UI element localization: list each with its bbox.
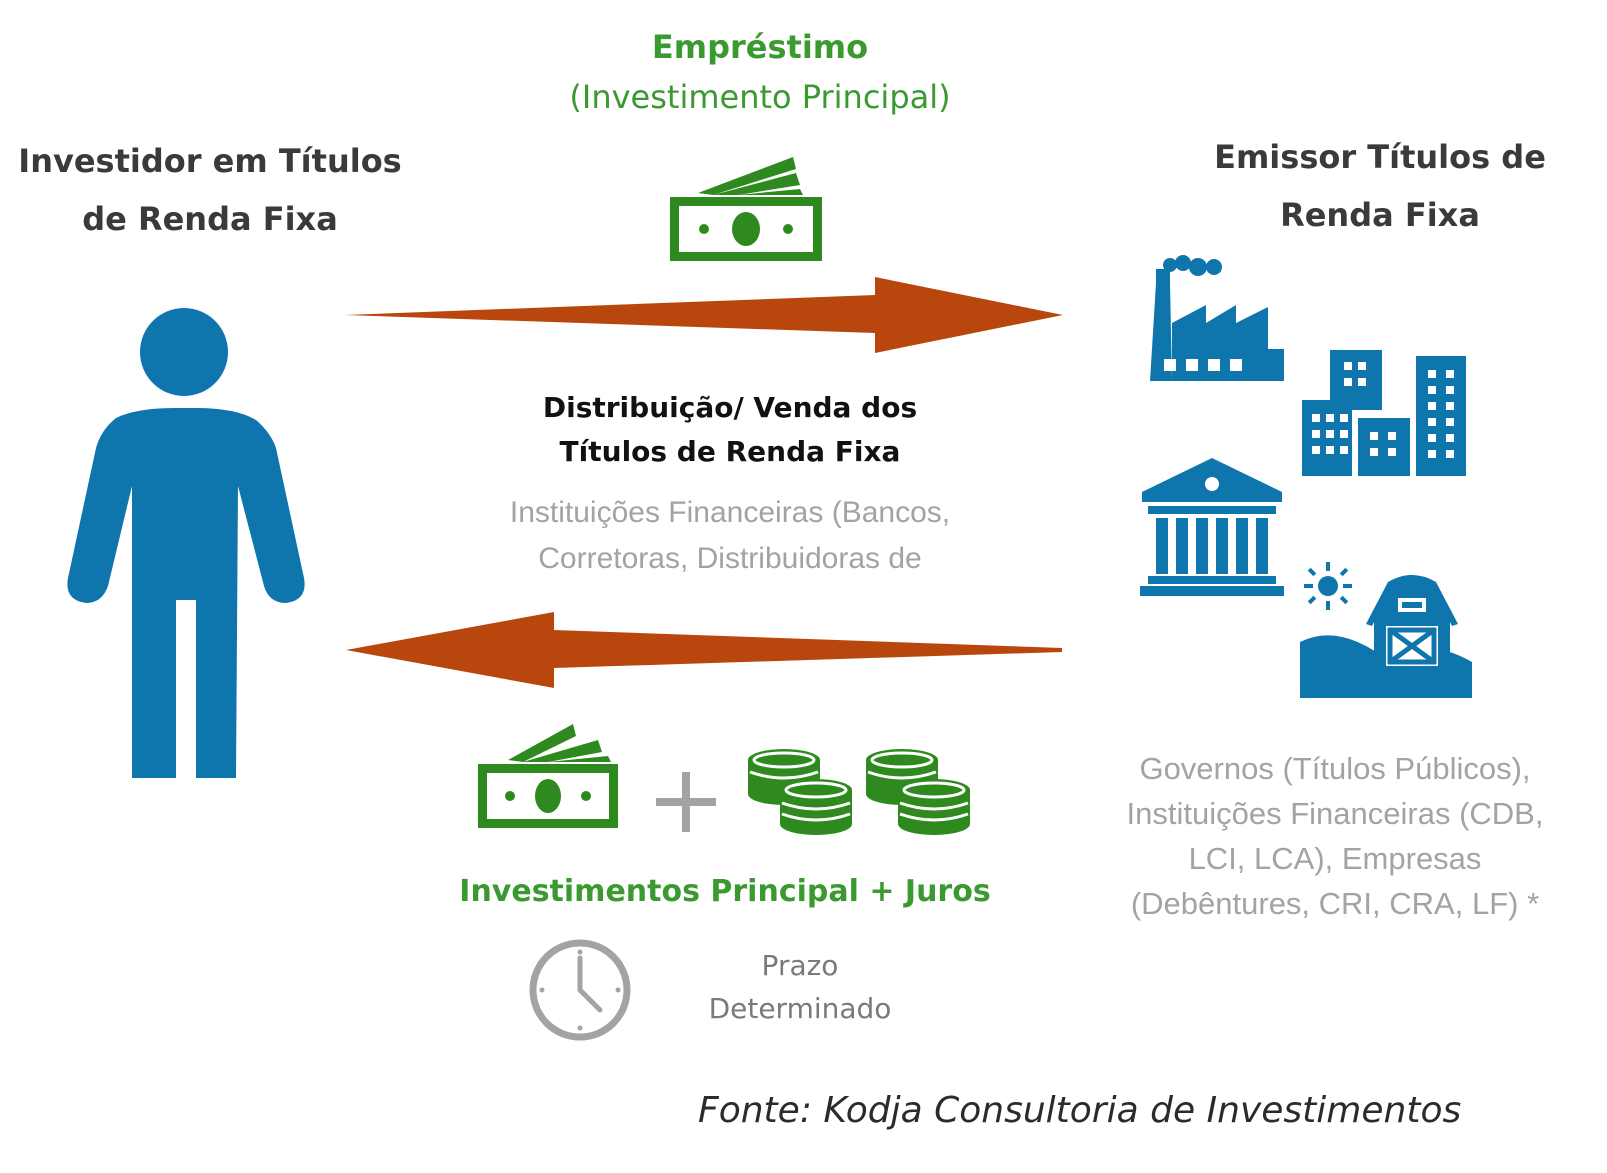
- issuer-description-line4: (Debêntures, CRI, CRA, LF) *: [1130, 886, 1540, 921]
- plus-icon: [656, 772, 716, 832]
- issuer-title-line1: Emissor Títulos de: [1214, 138, 1546, 176]
- issuer-description-line3: LCI, LCA), Empresas: [1188, 841, 1482, 876]
- term-line2: Determinado: [708, 992, 892, 1025]
- issuer-description-line2: Instituições Financeiras (CDB,: [1126, 796, 1544, 831]
- loan-subtitle: (Investimento Principal): [569, 78, 951, 116]
- investor-person-icon: [67, 308, 305, 778]
- distribution-description: Instituições Financeiras (Bancos, Corret…: [470, 490, 990, 582]
- bank-building-icon: [1140, 458, 1284, 596]
- return-arrow: [346, 612, 1062, 688]
- investor-title-line1: Investidor em Títulos: [18, 142, 402, 180]
- factory-icon: [1150, 255, 1284, 381]
- distribution-description-line2: Corretoras, Distribuidoras de: [538, 542, 922, 575]
- issuer-title-line2: Renda Fixa: [1280, 196, 1480, 234]
- issuer-description: Governos (Títulos Públicos), Instituiçõe…: [1120, 746, 1550, 926]
- banknote-icon-return: [478, 724, 618, 828]
- coins-icon-2: [866, 749, 970, 835]
- distribution-description-line1: Instituições Financeiras (Bancos,: [509, 496, 951, 529]
- investor-title: Investidor em Títulos de Renda Fixa: [10, 132, 410, 248]
- term-label: Prazo Determinado: [660, 944, 940, 1030]
- distribution-title-line2: Títulos de Renda Fixa: [559, 435, 901, 468]
- issuer-title: Emissor Títulos de Renda Fixa: [1180, 128, 1580, 244]
- loan-title: Empréstimo: [651, 28, 869, 66]
- loan-arrow: [345, 277, 1063, 353]
- coins-icon: [748, 749, 852, 835]
- return-label: Investimentos Principal + Juros: [459, 874, 991, 909]
- clock-icon: [529, 939, 631, 1041]
- issuer-description-line1: Governos (Títulos Públicos),: [1139, 751, 1531, 786]
- source-caption: Fonte: Kodja Consultoria de Investimento…: [698, 1090, 1462, 1131]
- investor-title-line2: de Renda Fixa: [82, 200, 338, 238]
- farm-barn-icon: [1300, 562, 1472, 698]
- distribution-title: Distribuição/ Venda dos Títulos de Renda…: [500, 386, 960, 474]
- banknote-icon: [670, 157, 822, 261]
- buildings-icon: [1302, 350, 1466, 476]
- distribution-title-line1: Distribuição/ Venda dos: [542, 391, 918, 424]
- term-line1: Prazo: [761, 949, 839, 982]
